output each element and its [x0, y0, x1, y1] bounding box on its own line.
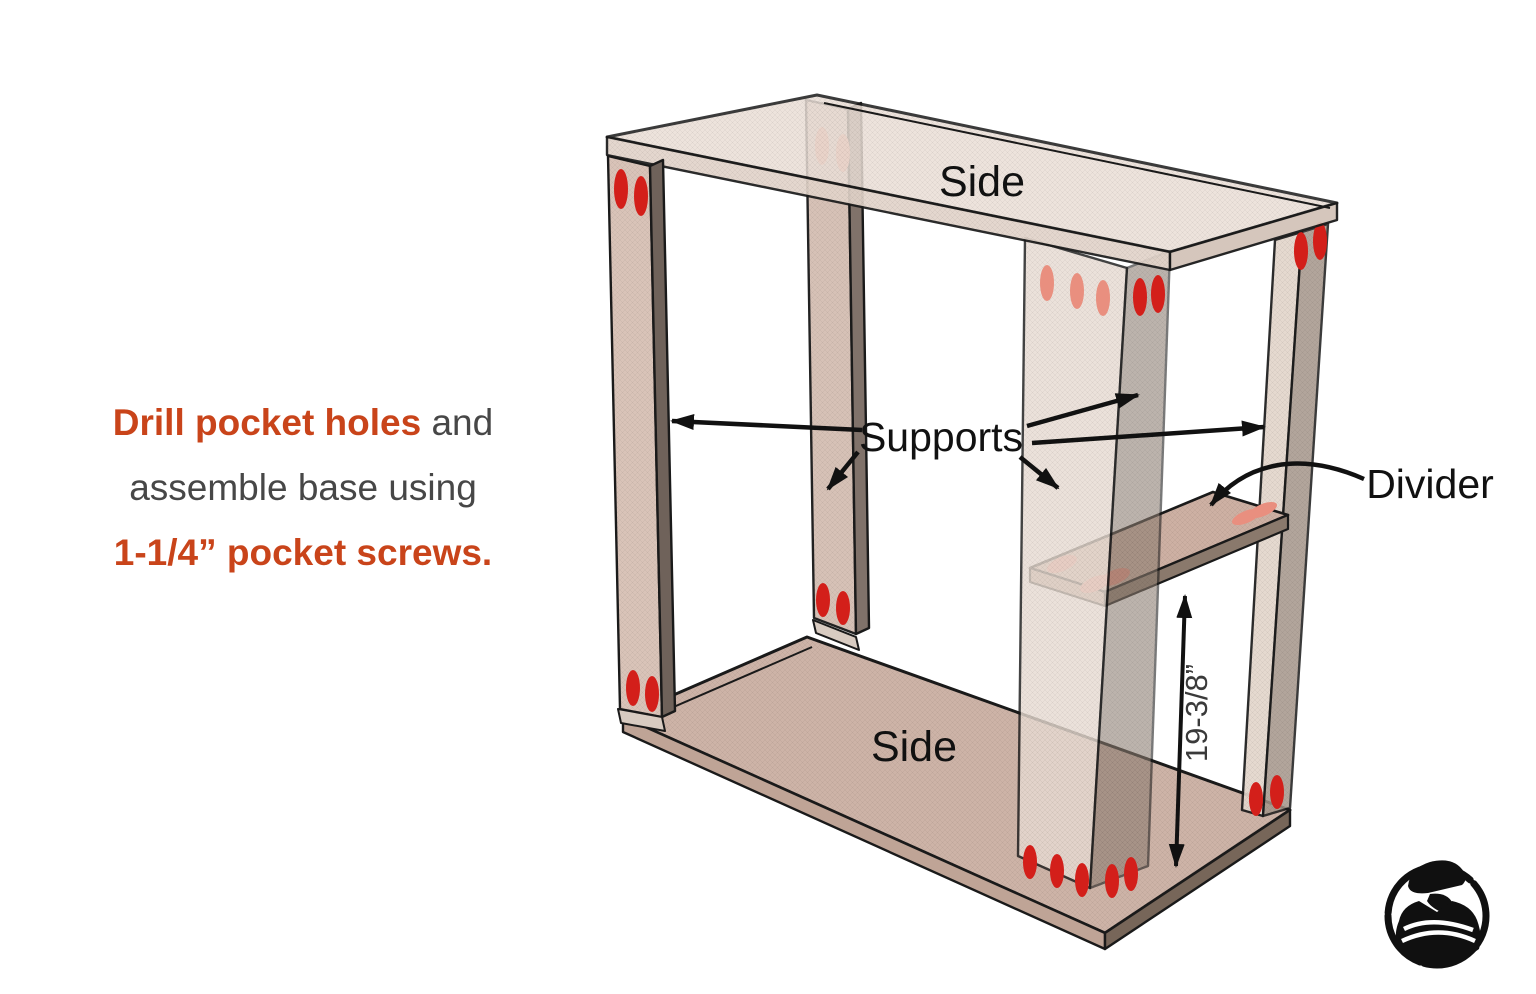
pocket-holes-red [614, 169, 659, 712]
instruction-line1-rest: and [421, 402, 494, 443]
dimension-19-3-8: 19-3/8” [1168, 594, 1214, 868]
instruction-line-3: 1-1/4” pocket screws. [88, 520, 518, 585]
left-support [606, 154, 677, 732]
pocket-holes-salmon [1040, 265, 1110, 316]
brand-logo [1384, 860, 1490, 969]
label-supports: Supports [859, 414, 1023, 460]
supports-arrow-right [1031, 420, 1266, 446]
top-side-panel [605, 93, 1339, 272]
label-side-top: Side [939, 158, 1025, 206]
instruction-line3-accent: 1-1/4” pocket screws. [113, 532, 493, 573]
dimension-label: 19-3/8” [1179, 664, 1214, 762]
supports-arrow-left [670, 414, 863, 433]
pocket-holes-red [816, 583, 850, 625]
label-side-bottom: Side [871, 723, 957, 771]
instruction-line2-text: assemble base using [129, 467, 477, 508]
instruction-line-2: assemble base using [88, 455, 518, 520]
wide-support [1016, 236, 1172, 898]
supports-arrow-down-left [826, 450, 860, 491]
instruction-line-1: Drill pocket holes and [88, 390, 518, 455]
instruction-line1-accent: Drill pocket holes [112, 402, 422, 443]
supports-arrows [670, 392, 1266, 491]
instruction-text: Drill pocket holes and assemble base usi… [88, 390, 518, 585]
supports-arrow-down-right [1018, 455, 1060, 490]
supports-arrow-up-right [1026, 392, 1140, 429]
pocket-holes-red [1023, 275, 1165, 898]
pocket-holes-red [1249, 222, 1327, 816]
label-divider: Divider [1366, 461, 1494, 507]
divider-arrow [1209, 461, 1365, 507]
